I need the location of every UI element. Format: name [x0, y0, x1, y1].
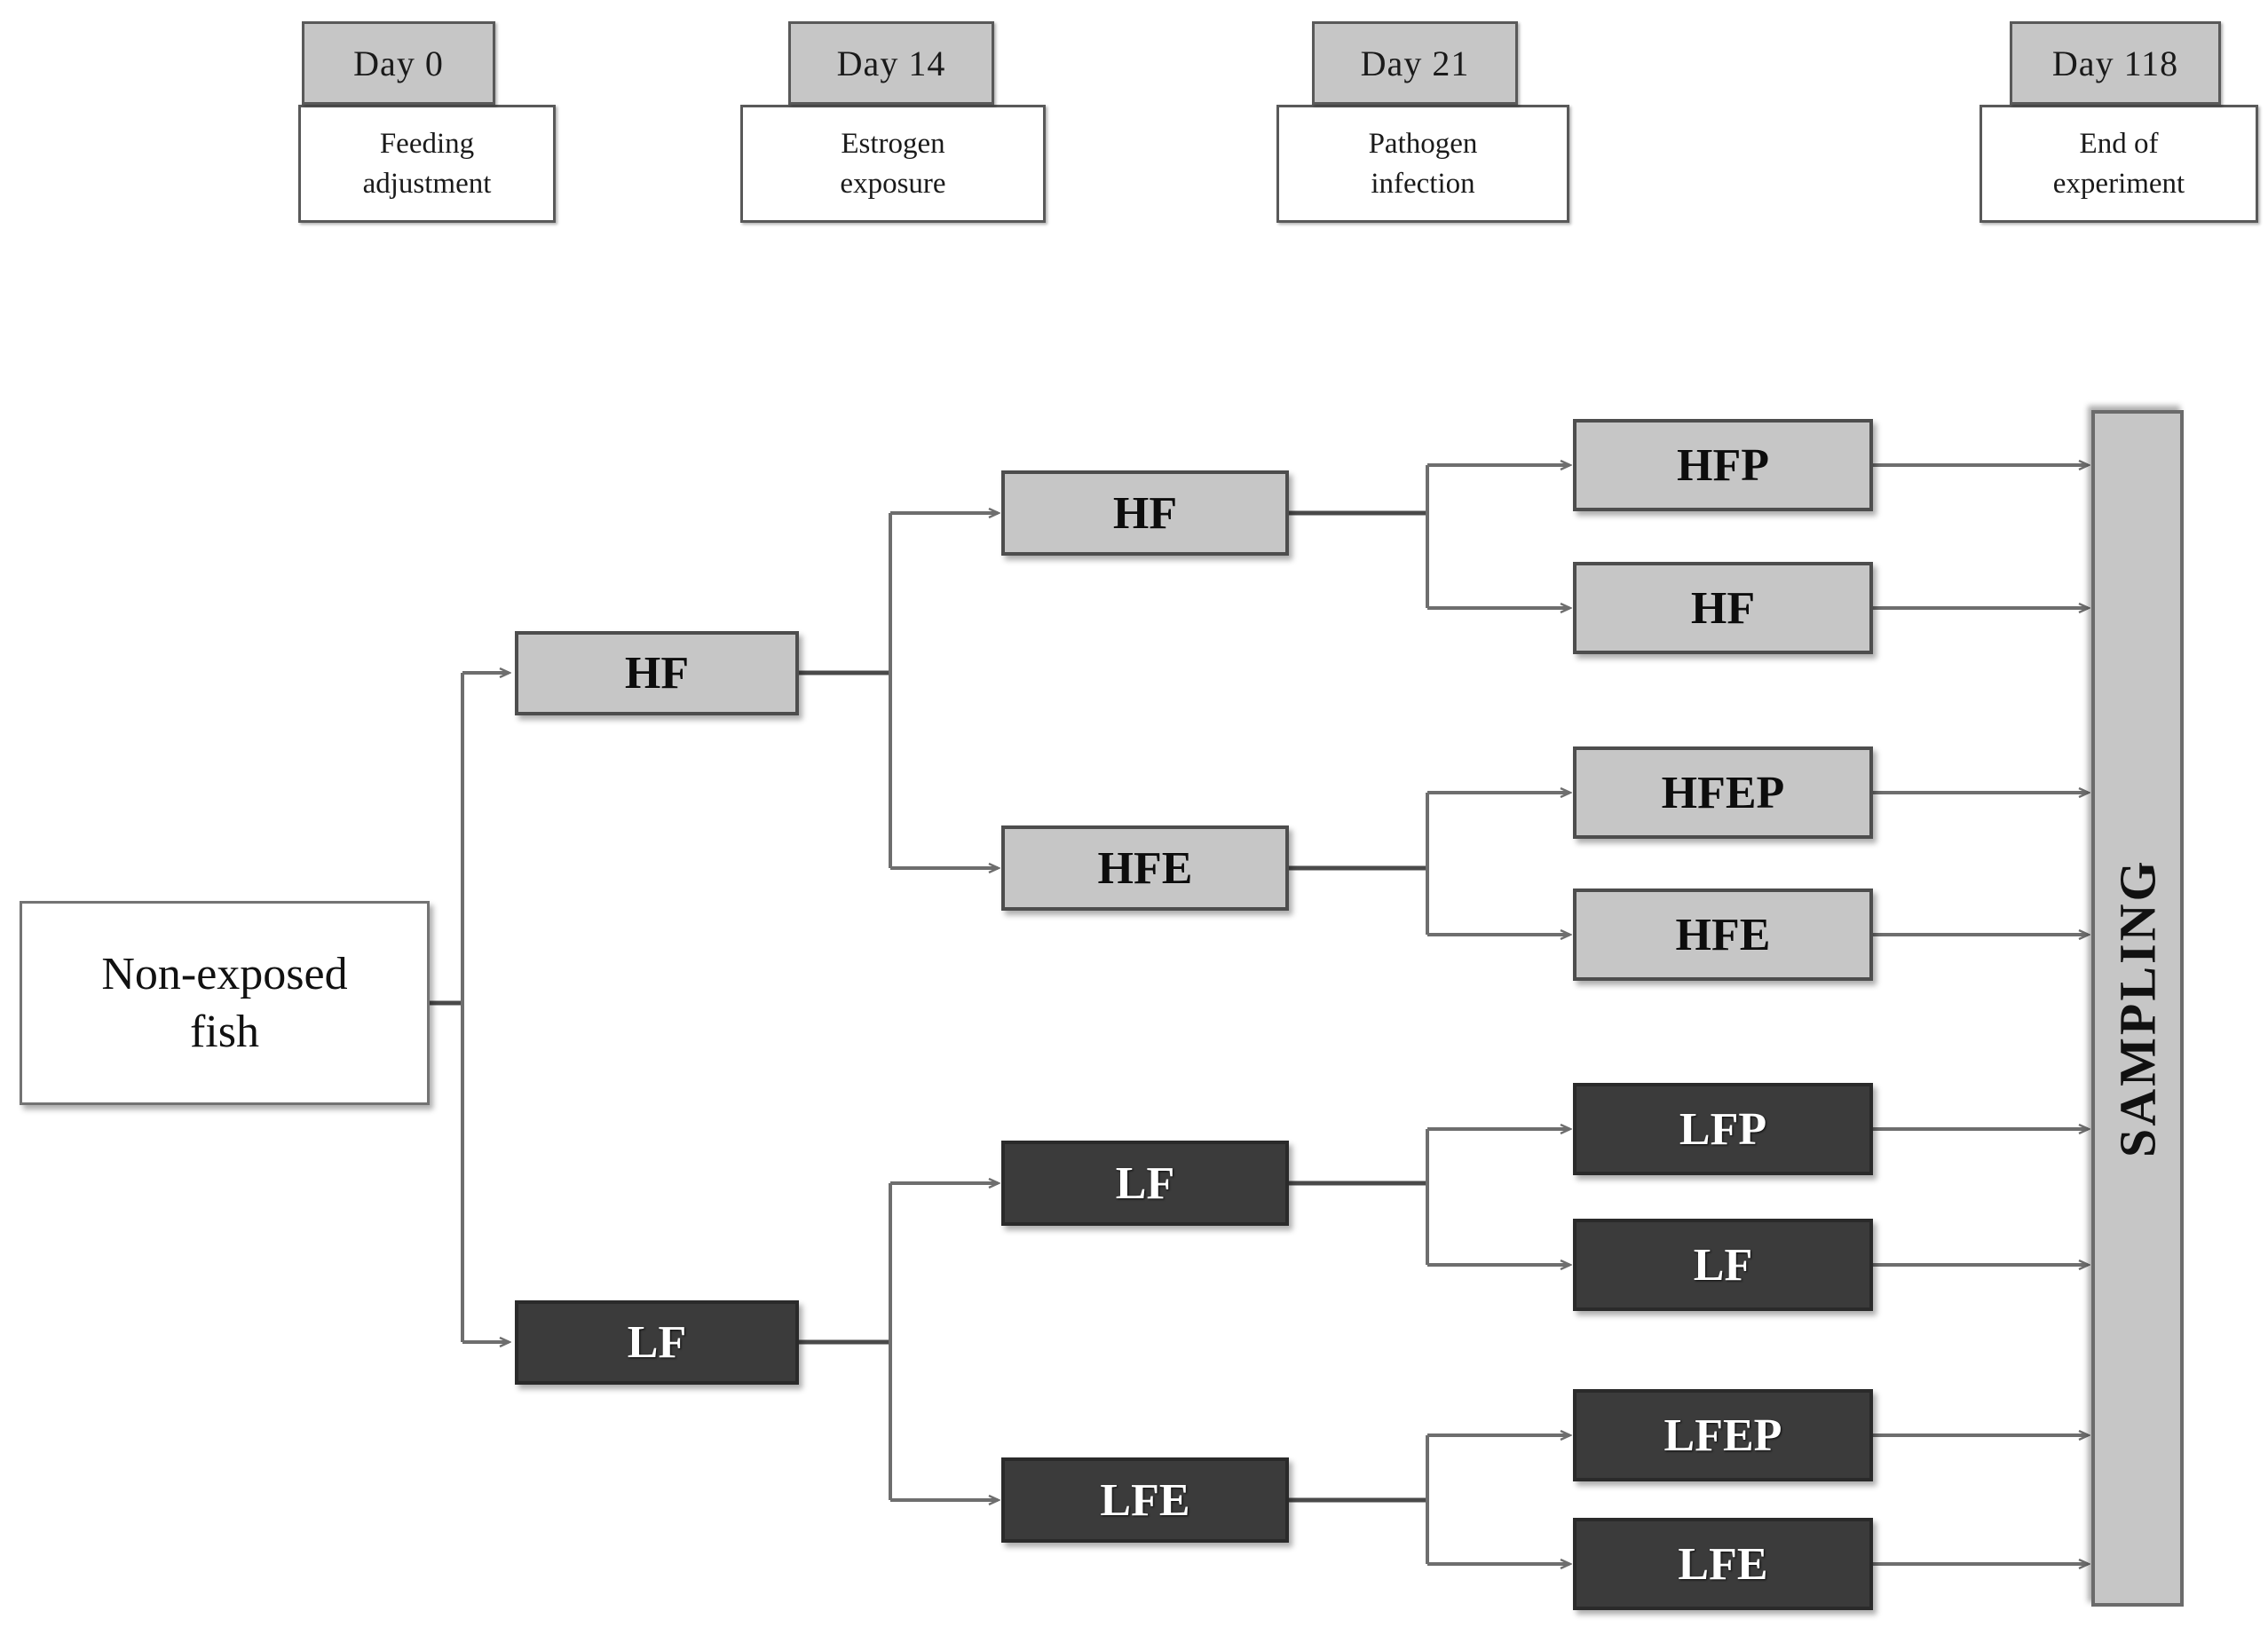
node-l3-lf[interactable]: LF — [1573, 1219, 1873, 1311]
node-l3-lf-label: LF — [1693, 1239, 1753, 1291]
day-description-14-line-2: exposure — [840, 167, 946, 200]
node-l3-hfe[interactable]: HFE — [1573, 889, 1873, 981]
day-description-0-line-1: Feeding — [379, 127, 475, 160]
day-label-21: Day 21 — [1312, 21, 1518, 105]
day-label-0: Day 0 — [302, 21, 495, 105]
node-l3-lfep-label: LFEP — [1663, 1410, 1782, 1461]
day-label-118: Day 118 — [2010, 21, 2221, 105]
node-sampling-bar[interactable]: SAMPLING — [2091, 410, 2184, 1607]
node-non-exposed-fish-line-2: fish — [189, 1007, 259, 1057]
day-description-14-line-1: Estrogen — [841, 127, 945, 160]
node-l1-hf[interactable]: HF — [515, 631, 799, 715]
node-l3-lfp[interactable]: LFP — [1573, 1083, 1873, 1175]
node-l3-lfp-label: LFP — [1679, 1103, 1767, 1155]
node-sampling-label: SAMPLING — [2108, 858, 2167, 1158]
node-l1-hf-label: HF — [624, 648, 690, 699]
node-non-exposed-fish-line-1: Non-exposed — [101, 949, 348, 999]
node-l3-hf[interactable]: HF — [1573, 562, 1873, 654]
day-description-21-line-2: infection — [1371, 167, 1475, 200]
node-l3-hf-label: HF — [1690, 582, 1756, 634]
node-l2-hfe-label: HFE — [1097, 842, 1193, 894]
node-l2-hfe[interactable]: HFE — [1001, 825, 1289, 911]
day-description-21: Pathogen infection — [1276, 105, 1569, 223]
day-description-0: Feeding adjustment — [298, 105, 556, 223]
node-l2-lf[interactable]: LF — [1001, 1141, 1289, 1226]
node-l3-lfe-label: LFE — [1678, 1538, 1768, 1590]
node-l3-lfep[interactable]: LFEP — [1573, 1389, 1873, 1481]
node-l3-hfep[interactable]: HFEP — [1573, 746, 1873, 839]
node-l3-hfep-label: HFEP — [1661, 767, 1785, 818]
node-l3-hfp-label: HFP — [1677, 439, 1769, 491]
day-description-118-line-1: End of — [2079, 127, 2159, 160]
day-description-14: Estrogen exposure — [740, 105, 1046, 223]
node-l2-lfe[interactable]: LFE — [1001, 1457, 1289, 1543]
node-l3-hfp[interactable]: HFP — [1573, 419, 1873, 511]
node-l2-hf[interactable]: HF — [1001, 470, 1289, 556]
day-description-0-line-2: adjustment — [362, 167, 492, 200]
day-description-118-line-2: experiment — [2052, 167, 2185, 200]
node-l2-lf-label: LF — [1115, 1157, 1175, 1209]
node-l2-lfe-label: LFE — [1100, 1474, 1190, 1526]
node-l1-lf-label: LF — [627, 1317, 687, 1368]
node-non-exposed-fish[interactable]: Non-exposed fish — [20, 901, 430, 1105]
node-l1-lf[interactable]: LF — [515, 1300, 799, 1385]
node-l2-hf-label: HF — [1112, 487, 1178, 539]
node-l3-lfe[interactable]: LFE — [1573, 1518, 1873, 1610]
day-description-21-line-1: Pathogen — [1368, 127, 1478, 160]
day-label-14: Day 14 — [788, 21, 994, 105]
experiment-timeline: Day 0 Feeding adjustment Day 14 Estrogen… — [0, 0, 2268, 284]
node-non-exposed-fish-label: Non-exposed fish — [101, 945, 347, 1061]
day-description-118: End of experiment — [1980, 105, 2258, 223]
node-l3-hfe-label: HFE — [1675, 909, 1771, 960]
